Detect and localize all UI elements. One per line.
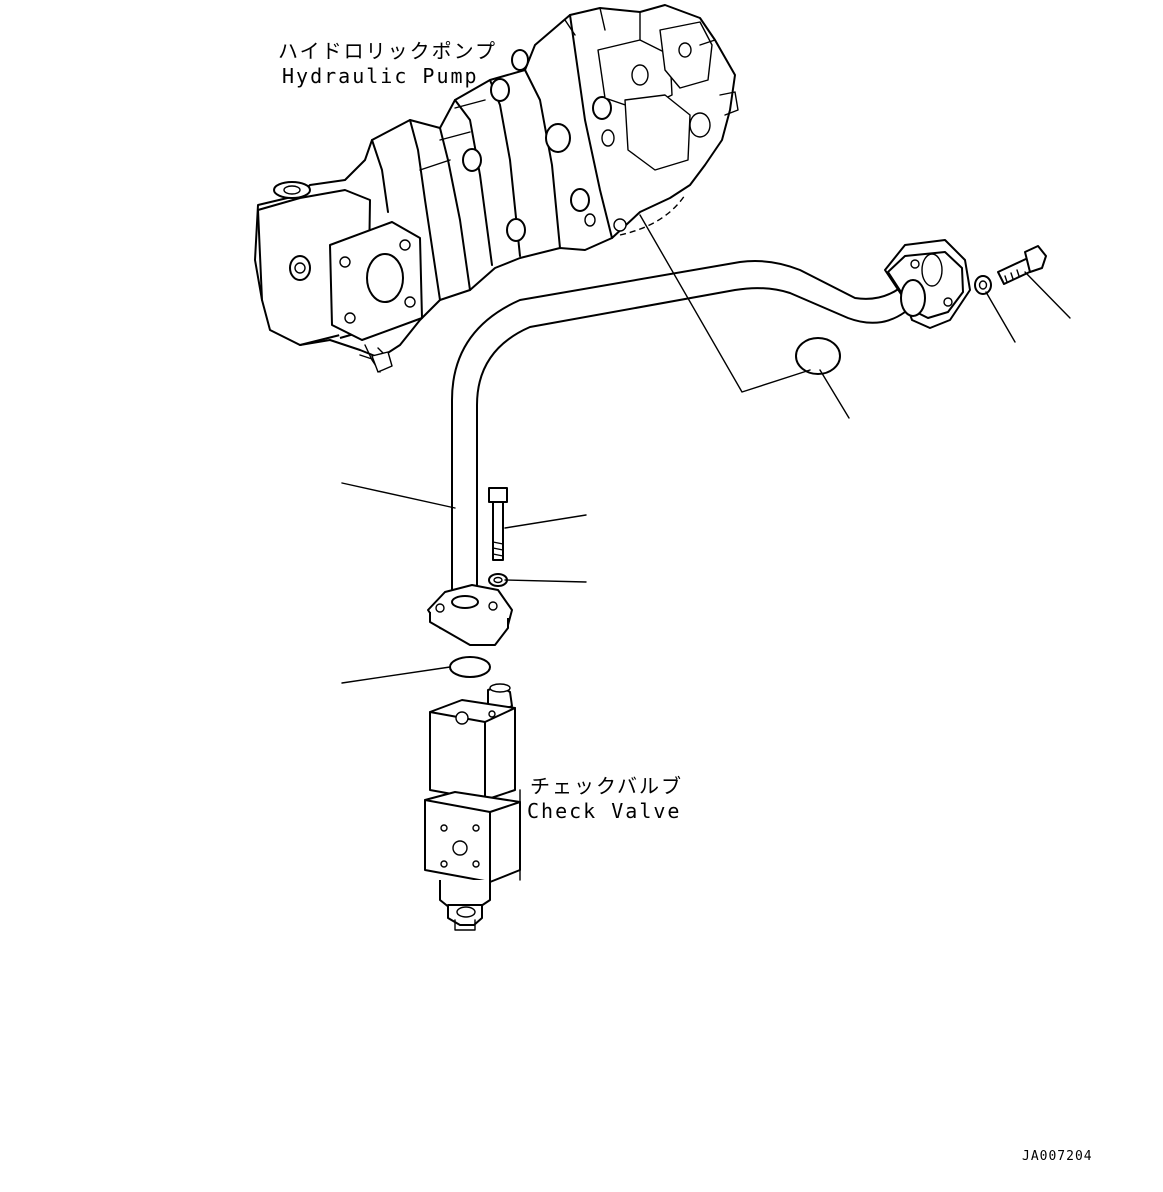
upper-pipe-flange: [884, 239, 971, 329]
upper-bolt: [997, 245, 1047, 285]
hydraulic-pump: [254, 4, 739, 373]
lower-bolt: [488, 487, 508, 561]
upper-washer: [974, 275, 992, 295]
lower-pipe-flange: [427, 584, 513, 646]
drawing-id: JA007204: [1022, 1149, 1093, 1164]
upper-o-ring: [795, 337, 841, 375]
hydraulic-pipe: [451, 260, 921, 601]
pump-label-en: Hydraulic Pump: [282, 64, 479, 88]
valve-label-en: Check Valve: [527, 799, 681, 823]
pump-label-jp: ハイドロリックポンプ: [278, 39, 497, 63]
leader-lines: [341, 214, 1071, 881]
valve-label-jp: チェックバルブ: [530, 774, 683, 798]
lower-o-ring: [449, 656, 491, 678]
check-valve: [424, 683, 521, 931]
